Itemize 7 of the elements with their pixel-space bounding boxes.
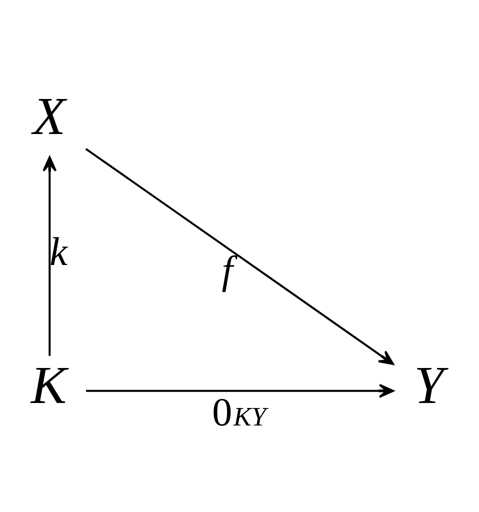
arrow	[85, 148, 394, 365]
arrow	[86, 383, 394, 398]
arrow	[42, 156, 57, 356]
edge-label: k	[50, 228, 68, 274]
edge-label: 0KY	[212, 389, 266, 434]
node-text: X	[32, 86, 66, 146]
node-text: K	[30, 354, 67, 414]
